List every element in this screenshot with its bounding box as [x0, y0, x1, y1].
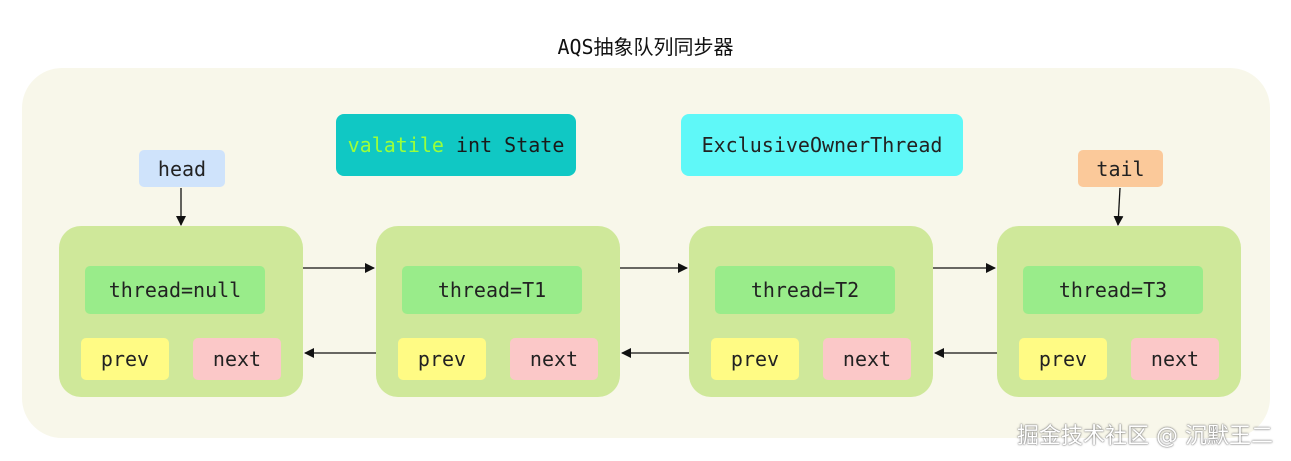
next-field: next	[193, 338, 281, 380]
thread-field: thread=T1	[402, 266, 582, 314]
prev-field: prev	[1019, 338, 1107, 380]
thread-field: thread=T2	[715, 266, 895, 314]
exclusive-owner-thread-box: ExclusiveOwnerThread	[681, 114, 963, 176]
prev-field: prev	[711, 338, 799, 380]
prev-field: prev	[81, 338, 169, 380]
next-field: next	[1131, 338, 1219, 380]
queue-node-3: thread=T3 prev next	[997, 226, 1241, 397]
tail-label: tail	[1078, 150, 1163, 187]
diagram-title: AQS抽象队列同步器	[557, 35, 734, 59]
queue-node-0: thread=null prev next	[59, 226, 303, 397]
state-keyword: valatile	[347, 133, 444, 157]
thread-field: thread=null	[85, 266, 265, 314]
head-label: head	[139, 150, 225, 187]
queue-node-2: thread=T2 prev next	[689, 226, 933, 397]
thread-field: thread=T3	[1023, 266, 1203, 314]
state-box: valatile int State	[336, 114, 576, 176]
state-text: int State	[443, 133, 565, 157]
watermark: 掘金技术社区 @ 沉默王二	[1017, 424, 1273, 449]
tail-pointer-arrow	[1113, 187, 1124, 226]
next-field: next	[510, 338, 598, 380]
prev-field: prev	[398, 338, 486, 380]
next-field: next	[823, 338, 911, 380]
queue-node-1: thread=T1 prev next	[376, 226, 620, 397]
